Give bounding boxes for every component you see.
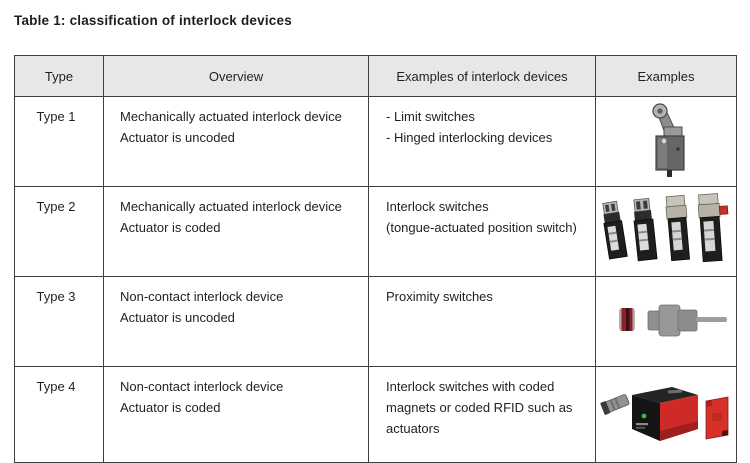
type-cell: Type 3	[14, 276, 104, 367]
example-line: magnets or coded RFID such as	[386, 400, 573, 415]
page-title: Table 1: classification of interlock dev…	[14, 13, 292, 28]
examples-image-cell	[595, 276, 737, 367]
example-line: actuators	[386, 421, 440, 436]
type-cell: Type 4	[14, 366, 104, 463]
example-line: - Limit switches	[386, 109, 475, 124]
classification-table: Type Overview Examples of interlock devi…	[14, 55, 737, 463]
example-line: Proximity switches	[386, 289, 493, 304]
examples-image-cell	[595, 366, 737, 463]
example-devices-cell: Interlock switches (tongue-actuated posi…	[368, 186, 596, 277]
example-devices-cell: - Limit switches - Hinged interlocking d…	[368, 96, 596, 187]
col-header-type: Type	[14, 55, 104, 97]
overview-line: Actuator is coded	[120, 220, 221, 235]
overview-line: Actuator is uncoded	[120, 130, 235, 145]
example-line: Interlock switches with coded	[386, 379, 555, 394]
overview-cell: Mechanically actuated interlock device A…	[103, 186, 369, 277]
col-header-overview: Overview	[103, 55, 369, 97]
header-row: Type Overview Examples of interlock devi…	[14, 55, 737, 97]
overview-line: Actuator is uncoded	[120, 310, 235, 325]
example-line: (tongue-actuated position switch)	[386, 220, 577, 235]
overview-line: Non-contact interlock device	[120, 289, 284, 304]
col-header-examples: Examples	[595, 55, 737, 97]
interlock-switches-image	[598, 190, 734, 274]
overview-cell: Non-contact interlock device Actuator is…	[103, 276, 369, 367]
proximity-switch-image	[598, 284, 734, 360]
example-devices-cell: Proximity switches	[368, 276, 596, 367]
col-header-example-devices: Examples of interlock devices	[368, 55, 596, 97]
examples-image-cell	[595, 186, 737, 277]
overview-line: Mechanically actuated interlock device	[120, 109, 342, 124]
overview-line: Mechanically actuated interlock device	[120, 199, 342, 214]
table-row-type3: Type 3 Non-contact interlock device Actu…	[14, 276, 737, 367]
table-row-type2: Type 2 Mechanically actuated interlock d…	[14, 186, 737, 277]
overview-cell: Mechanically actuated interlock device A…	[103, 96, 369, 187]
overview-line: Non-contact interlock device	[120, 379, 284, 394]
examples-image-cell	[595, 96, 737, 187]
limit-switch-image	[606, 100, 726, 184]
overview-cell: Non-contact interlock device Actuator is…	[103, 366, 369, 463]
example-devices-cell: Interlock switches with coded magnets or…	[368, 366, 596, 463]
example-line: Interlock switches	[386, 199, 489, 214]
overview-line: Actuator is coded	[120, 400, 221, 415]
type-cell: Type 1	[14, 96, 104, 187]
type-cell: Type 2	[14, 186, 104, 277]
table-row-type4: Type 4 Non-contact interlock device Actu…	[14, 366, 737, 463]
table-row-type1: Type 1 Mechanically actuated interlock d…	[14, 96, 737, 187]
rfid-interlock-image	[598, 371, 734, 459]
example-line: - Hinged interlocking devices	[386, 130, 553, 145]
